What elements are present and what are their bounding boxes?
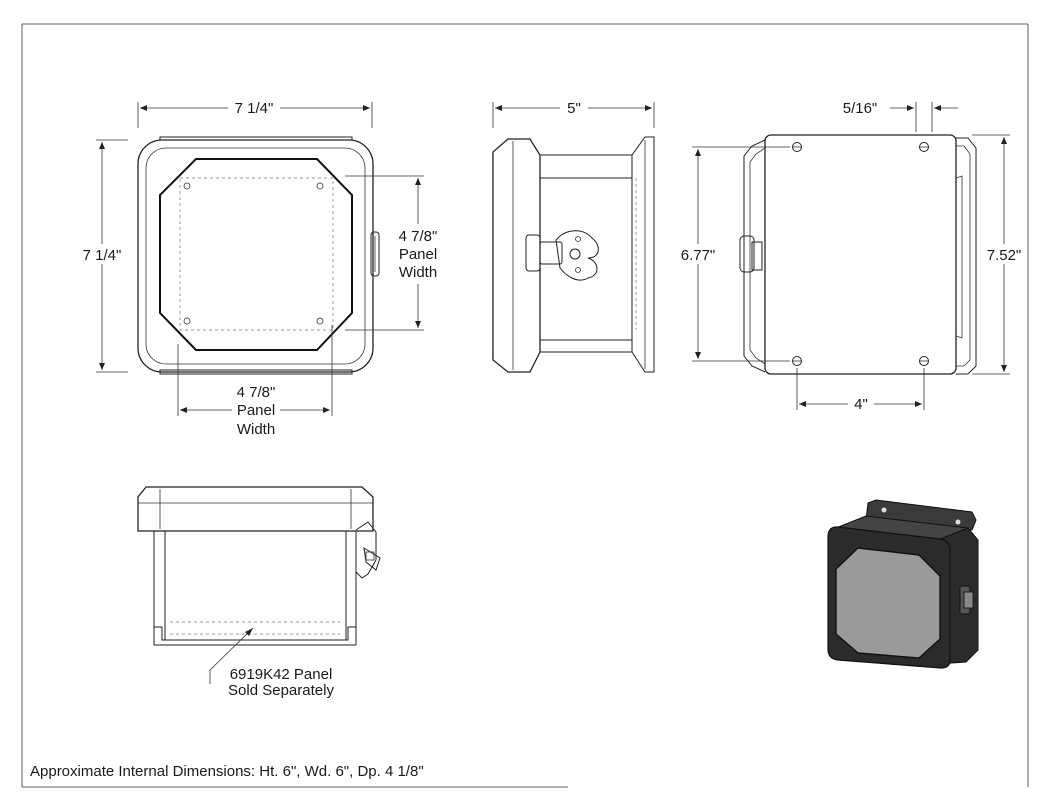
front-panel-width-right-unit: Width bbox=[399, 264, 437, 281]
front-panel-width-bottom-label: Panel bbox=[237, 402, 275, 419]
section-view: 6919K42 Panel Sold Separately bbox=[137, 486, 381, 699]
sheet-border bbox=[21, 23, 1029, 788]
side-view: 5" bbox=[492, 98, 655, 373]
front-top-width-dimension: 7 1/4" bbox=[235, 100, 274, 117]
back-mount-offset-dimension: 5/16" bbox=[843, 100, 878, 117]
back-mount-width-dimension: 4" bbox=[854, 396, 868, 413]
front-panel-width-right-label: Panel bbox=[399, 246, 437, 263]
section-callout-sold: Sold Separately bbox=[228, 682, 334, 699]
section-callout-panel: 6919K42 Panel bbox=[230, 666, 333, 683]
back-mount-height-dimension: 6.77" bbox=[681, 247, 716, 264]
front-panel-width-bottom-unit: Width bbox=[237, 421, 275, 438]
side-depth-dimension: 5" bbox=[567, 100, 581, 117]
isometric-view bbox=[827, 499, 979, 669]
front-view: 7 1/4" 7 1/4" 4 7/8" Panel Width 4 7/8" … bbox=[76, 98, 437, 438]
front-left-height-dimension: 7 1/4" bbox=[83, 247, 122, 264]
front-panel-width-right-value: 4 7/8" bbox=[399, 228, 438, 245]
back-view: 5/16" 6.77" 7.52" 4" bbox=[676, 100, 1024, 413]
front-panel-width-bottom-value: 4 7/8" bbox=[237, 384, 276, 401]
back-overall-height-dimension: 7.52" bbox=[987, 247, 1022, 264]
internal-dimensions-note: Approximate Internal Dimensions: Ht. 6",… bbox=[30, 763, 424, 780]
